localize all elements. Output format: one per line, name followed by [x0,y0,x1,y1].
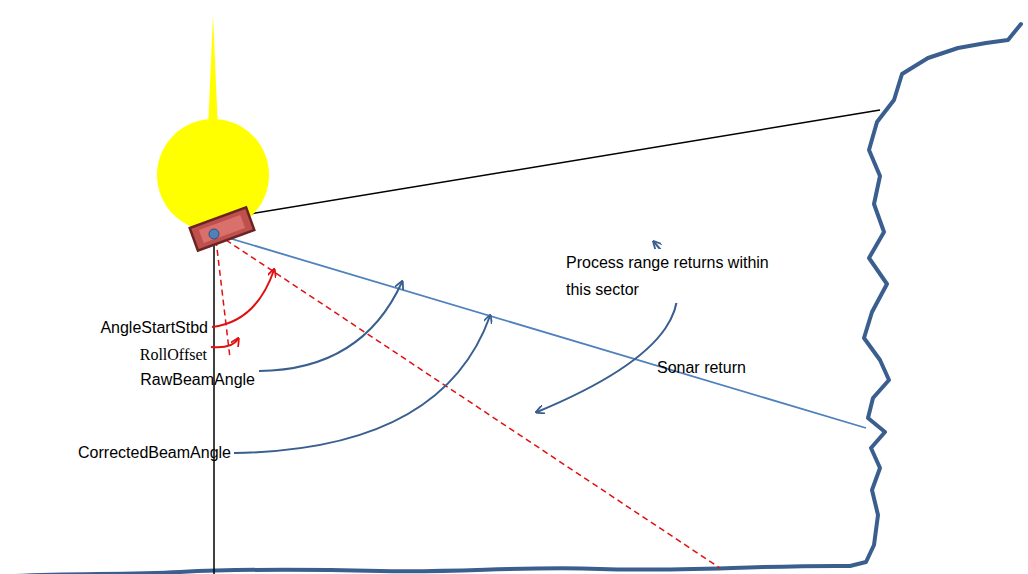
transducer [190,207,255,250]
angle-label: CorrectedBeamAngle [78,443,231,463]
angle-arrow [234,316,490,453]
sonar-beam [222,236,866,428]
roll-offset-line [216,240,230,358]
angle-label: RollOffset [140,345,207,365]
sector-boundary [250,110,880,214]
angle-arrow [259,282,402,371]
vertical-line [213,238,215,574]
angle-arrow [212,270,274,327]
sonar-head [209,229,219,239]
beam-label: Sonar return [657,358,746,378]
angle-label: AngleStartStbd [100,318,208,338]
angle-arrow [211,339,238,347]
river-bank [0,24,1021,574]
sector-label: Process range returns within this sector [564,249,796,303]
angle-label: RawBeamAngle [140,370,255,390]
mast [208,15,218,130]
buoy [157,119,269,231]
